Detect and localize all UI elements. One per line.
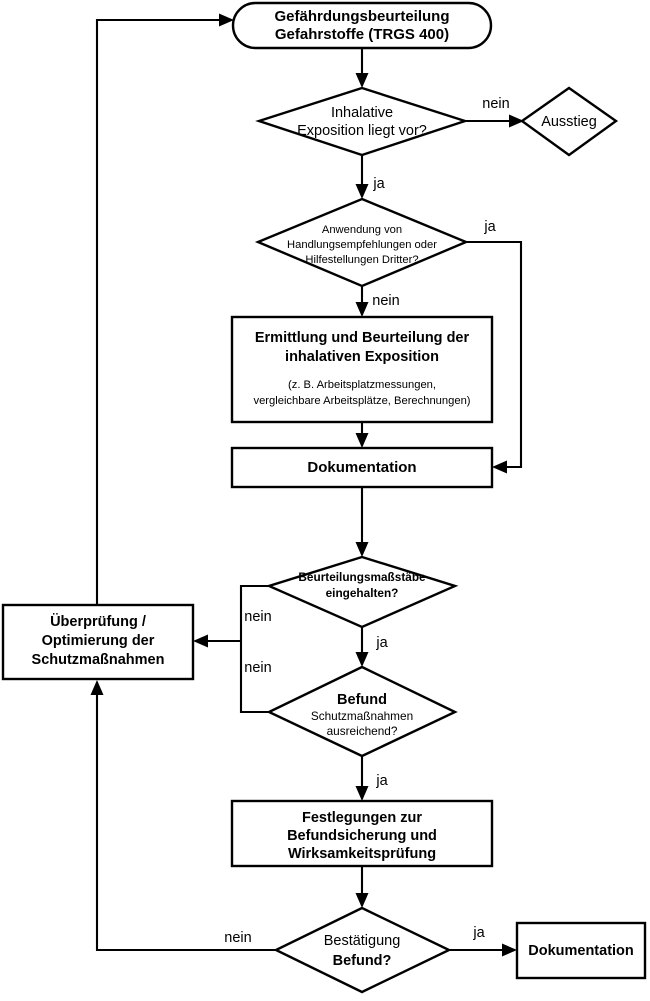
edge-start-to-inhalative <box>355 48 369 88</box>
edge-label-anwendung-nein: nein <box>372 293 399 309</box>
edge-label-befund-ja: ja <box>375 773 388 789</box>
node-festlegungen-line3: Wirksamkeitsprüfung <box>288 846 436 862</box>
node-decision-inhalative[interactable]: Inhalative Exposition liegt vor? <box>255 86 469 157</box>
edge-label-bestaetigung-ja: ja <box>472 925 485 941</box>
edge-label-befund-nein: nein <box>244 660 271 676</box>
edge-festlegungen-to-bestaetigung <box>355 866 369 908</box>
node-befund-sub-line2: ausreichend? <box>327 724 398 738</box>
node-process-ermittlung[interactable]: Ermittlung und Beurteilung der inhalativ… <box>230 315 494 424</box>
node-befund-bold-line1: Befund <box>337 692 387 708</box>
node-bestaetigung-line2: Befund? <box>333 953 392 969</box>
node-anwendung-line3: Hilfestellungen Dritter? <box>305 254 418 266</box>
edge-label-inhalative-ja: ja <box>372 176 385 192</box>
edge-nein-merge-to-ueberpruefung <box>193 634 241 648</box>
node-dokumentation-2-label: Dokumentation <box>528 943 634 959</box>
edge-label-anwendung-ja: ja <box>483 219 496 235</box>
edge-ermittlung-to-dokumentation <box>355 422 369 448</box>
node-process-dokumentation-2[interactable]: Dokumentation <box>515 921 647 980</box>
edge-bestaetigung-ja-to-dokumentation2 <box>449 943 517 957</box>
node-ermittlung-sub-line2: vergleichbare Arbeitsplätze, Berechnunge… <box>253 395 470 407</box>
edge-bestaetigung-nein-to-ueberpruefung <box>90 680 276 952</box>
node-decision-befund[interactable]: Befund Schutzmaßnahmen ausreichend? <box>266 665 458 758</box>
node-ermittlung-bold-line2: inhalativen Exposition <box>285 349 439 365</box>
edge-beurteilung-ja-to-befund <box>355 627 369 667</box>
edge-dokumentation-to-beurteilung <box>355 487 369 557</box>
edge-anwendung-ja-to-dokumentation <box>466 240 523 474</box>
node-befund-sub-line1: Schutzmaßnahmen <box>311 709 413 723</box>
edge-label-beurteilung-nein: nein <box>244 609 271 625</box>
node-ueberpruefung-line1: Überprüfung / <box>50 613 146 630</box>
node-process-ueberpruefung[interactable]: Überprüfung / Optimierung der Schutzmaßn… <box>1 603 195 681</box>
edge-label-inhalative-nein: nein <box>482 96 509 112</box>
node-decision-beurteilungsmassstaebe[interactable]: Beurteilungsmaßstäbe eingehalten? <box>265 555 459 629</box>
edge-beurteilung-nein <box>239 584 277 641</box>
node-process-festlegungen[interactable]: Festlegungen zur Befundsicherung und Wir… <box>230 799 494 868</box>
node-anwendung-line2: Handlungsempfehlungen oder <box>287 239 437 251</box>
node-ermittlung-bold-line1: Ermittlung und Beurteilung der <box>255 330 470 346</box>
edge-inhalative-ja-to-anwendung <box>355 155 369 199</box>
edge-anwendung-nein-to-ermittlung <box>355 286 369 317</box>
edge-befund-ja-to-festlegungen <box>355 756 369 801</box>
node-ueberpruefung-line3: Schutzmaßnahmen <box>32 652 165 668</box>
node-ausstieg[interactable]: Ausstieg <box>519 86 619 157</box>
node-inhalative-line2: Exposition liegt vor? <box>297 123 427 139</box>
node-decision-bestaetigung[interactable]: Bestätigung Befund? <box>273 906 452 994</box>
node-dokumentation-1-label: Dokumentation <box>307 459 416 476</box>
node-inhalative-line1: Inhalative <box>331 105 393 121</box>
edge-inhalative-nein-to-ausstieg <box>465 114 524 128</box>
edge-befund-nein <box>239 641 277 714</box>
edge-label-beurteilung-ja: ja <box>375 635 388 651</box>
edge-ueberpruefung-to-start <box>95 13 234 606</box>
edge-label-bestaetigung-nein: nein <box>224 930 251 946</box>
node-anwendung-line1: Anwendung von <box>322 224 402 236</box>
node-bestaetigung-line1: Bestätigung <box>324 933 401 949</box>
node-decision-anwendung[interactable]: Anwendung von Handlungsempfehlungen oder… <box>254 197 470 288</box>
node-beurteilung-line2: eingehalten? <box>326 586 399 600</box>
node-festlegungen-line2: Befundsicherung und <box>287 828 437 844</box>
node-festlegungen-line1: Festlegungen zur <box>302 810 422 826</box>
node-start[interactable]: Gefährdungsbeurteilung Gefahrstoffe (TRG… <box>231 1 493 50</box>
node-start-line2: Gefahrstoffe (TRGS 400) <box>275 26 449 43</box>
node-process-dokumentation-1[interactable]: Dokumentation <box>230 446 494 489</box>
node-ueberpruefung-line2: Optimierung der <box>42 633 155 649</box>
node-ausstieg-label: Ausstieg <box>541 114 597 130</box>
node-ermittlung-sub-line1: (z. B. Arbeitsplatzmessungen, <box>288 379 436 391</box>
node-start-line1: Gefährdungsbeurteilung <box>274 8 449 25</box>
node-beurteilung-line1: Beurteilungsmaßstäbe <box>298 570 426 584</box>
